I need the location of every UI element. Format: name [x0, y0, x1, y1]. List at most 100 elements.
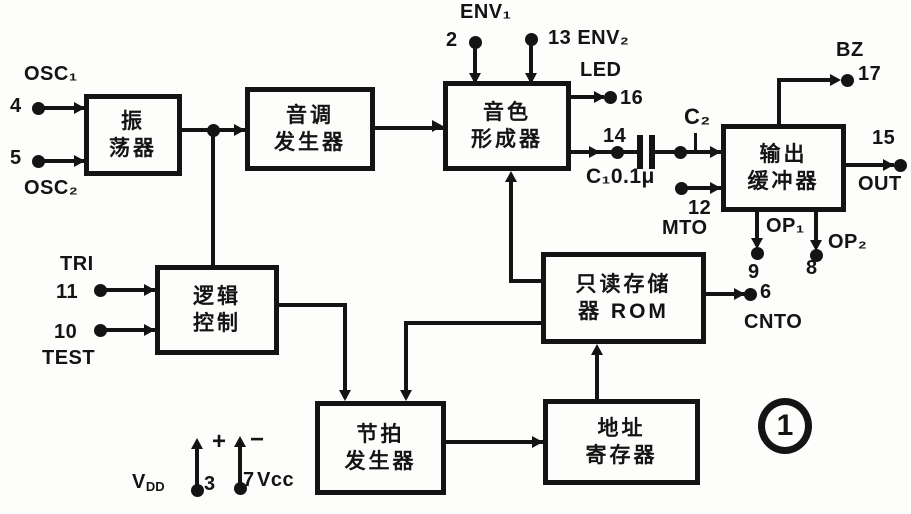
capacitor-plate-right-icon: [649, 135, 655, 169]
wire-cnto: [706, 292, 745, 296]
output-buffer-label-line1: 输出: [759, 142, 808, 166]
tone-generator-label-line2: 发生器: [274, 131, 346, 154]
pin3-dot-icon: [191, 484, 204, 497]
c1-label: C₁0.1μ: [586, 165, 655, 188]
logic-control-label-line1: 逻辑: [193, 284, 241, 308]
wire-beat-to-address: [446, 440, 544, 444]
pin10-number: 10: [54, 321, 78, 343]
timbre-former-block: 音色 形成器: [443, 81, 571, 171]
vdd-label: VDD: [132, 472, 165, 493]
osc1-label: OSC₁: [24, 63, 78, 85]
vdd-base: V: [132, 471, 146, 493]
address-register-block: 地址 寄存器: [543, 399, 700, 485]
arrowhead-test-icon: [144, 324, 155, 336]
arrowhead-osc1-icon: [74, 102, 85, 114]
c2-label: C₂: [684, 104, 711, 129]
pin14-dot-icon: [611, 146, 624, 159]
mto-label: MTO: [662, 217, 708, 239]
wire-bz-vertical: [777, 78, 781, 126]
figure-number-badge: 1: [758, 398, 812, 454]
arrowhead-tri-icon: [144, 284, 155, 296]
vcc-minus-sign: −: [250, 426, 265, 453]
junction-dot-icon: [207, 124, 220, 137]
arrowhead-led-icon: [594, 91, 605, 103]
arrowhead-tone-in-icon: [234, 124, 245, 136]
pin3-number: 3: [204, 473, 216, 495]
arrowhead-pin14-icon: [589, 146, 600, 158]
wire-pin14: [570, 150, 637, 154]
wire-c2-to-buffer: [655, 150, 721, 154]
vdd-sub: DD: [145, 479, 165, 494]
logic-control-label-line2: 控制: [193, 312, 241, 335]
arrowhead-vdd-icon: [191, 438, 203, 449]
tri-label: TRI: [60, 253, 94, 275]
beat-generator-label-line1: 节拍: [356, 422, 405, 446]
pin8-number: 8: [806, 257, 818, 279]
pin7-number: 7: [243, 469, 255, 491]
pin8-dot-icon: [810, 249, 823, 262]
arrowhead-vcc-icon: [234, 436, 246, 447]
arrowhead-bz-icon: [830, 74, 841, 86]
wire-led: [570, 95, 604, 99]
address-register-label-line1: 地址: [597, 416, 646, 440]
pin17-number: 17: [858, 63, 882, 85]
arrowhead-beat-in1-icon: [339, 390, 351, 401]
rom-label-line2: 器 ROM: [578, 300, 669, 323]
test-label: TEST: [42, 347, 96, 369]
oscillator-block: 振 荡器: [84, 94, 182, 176]
wire-c2-tick: [694, 133, 697, 152]
rom-block: 只读存储 器 ROM: [541, 252, 706, 344]
timbre-former-label-line2: 形成器: [471, 128, 543, 151]
wire-bz-horizontal: [777, 78, 837, 82]
wire-logic-to-beat-v: [343, 303, 347, 398]
wire-rom-to-timbre-v: [509, 176, 513, 283]
wire-osc2: [40, 159, 86, 163]
wire-op1: [755, 212, 759, 246]
wire-op2: [814, 212, 818, 248]
timbre-former-label-line1: 音色: [483, 100, 531, 124]
wire-vdd: [195, 446, 199, 490]
wire-junction-to-logic: [211, 128, 215, 267]
led-label: LED: [580, 59, 622, 81]
pin16-dot-icon: [604, 91, 617, 104]
wire-logic-to-beat-h: [278, 303, 347, 307]
pin4-dot-icon: [32, 102, 45, 115]
pin16-number: 16: [620, 87, 644, 109]
arrowhead-mto-icon: [710, 182, 721, 194]
pin6-dot-icon: [744, 288, 757, 301]
wire-test: [104, 328, 156, 332]
bz-label: BZ: [836, 39, 864, 61]
vcc-label: Vcc: [257, 469, 295, 491]
pin10-dot-icon: [94, 324, 107, 337]
c2-junction-dot-icon: [674, 146, 687, 159]
output-buffer-block: 输出 缓冲器: [721, 124, 846, 212]
arrowhead-address-in-icon: [532, 436, 543, 448]
arrowhead-timbre-in-icon: [432, 120, 443, 132]
tone-generator-block: 音调 发生器: [245, 87, 375, 171]
pin4-number: 4: [10, 95, 22, 117]
pin11-dot-icon: [94, 284, 107, 297]
vdd-plus-sign: +: [212, 428, 227, 455]
osc2-label: OSC₂: [24, 177, 79, 199]
address-register-label-line2: 寄存器: [585, 444, 658, 467]
arrowhead-beat-in2-icon: [400, 390, 412, 401]
pin13-dot-icon: [525, 33, 538, 46]
cnto-label: CNTO: [744, 311, 803, 333]
pin11-number: 11: [56, 281, 79, 303]
op2-label: OP₂: [828, 231, 868, 253]
wire-rom-to-timbre-h: [511, 279, 542, 283]
pin12-dot-icon: [675, 182, 688, 195]
pin14-number: 14: [603, 125, 627, 147]
pin15-dot-icon: [894, 159, 907, 172]
pin5-dot-icon: [32, 155, 45, 168]
wire-env1: [473, 46, 477, 84]
arrowhead-op2-icon: [810, 240, 822, 251]
arrowhead-out-icon: [883, 159, 894, 171]
wire-vcc: [238, 444, 242, 488]
pin2-number: 2: [446, 29, 458, 51]
arrowhead-env2-icon: [525, 73, 537, 84]
arrowhead-cnto-icon: [734, 288, 745, 300]
wire-osc1: [40, 106, 86, 110]
out-label: OUT: [858, 173, 902, 195]
